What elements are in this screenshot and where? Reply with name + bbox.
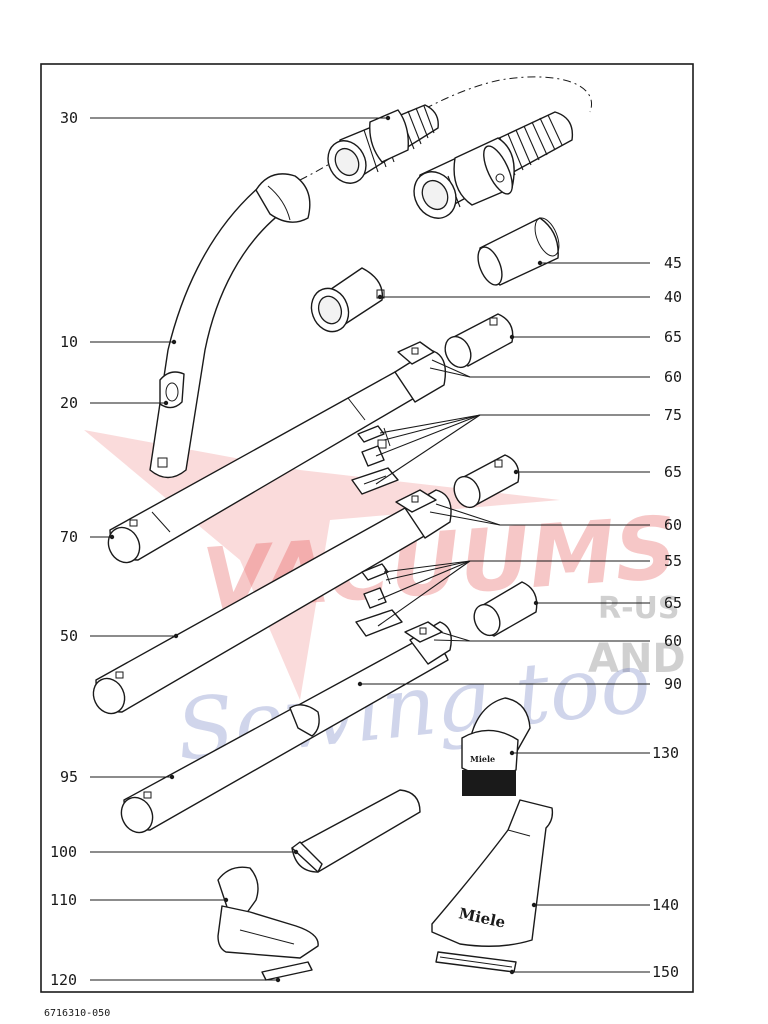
callout-120: 120	[50, 971, 77, 989]
part-40-adapter	[310, 267, 385, 333]
callout-70: 70	[60, 528, 78, 546]
callout-60-middle: 60	[664, 516, 682, 534]
callout-10: 10	[60, 333, 78, 351]
part-65-coupling-middle	[453, 454, 520, 509]
callout-30: 30	[60, 109, 78, 127]
brush-bristles	[462, 770, 516, 796]
callout-75: 75	[664, 406, 682, 424]
part-45-sleeve	[477, 217, 560, 286]
dusting-brush-brand: Miele	[470, 754, 495, 764]
part-140-upholstery-tool: Miele	[431, 799, 554, 947]
clip-60-lower	[404, 621, 443, 643]
drawing-frame	[40, 63, 694, 993]
clip-60-middle	[395, 489, 437, 513]
watermark-r-us: R-US	[598, 591, 680, 626]
part-100-crevice-tool	[291, 789, 421, 873]
callout-140: 140	[652, 896, 679, 914]
part-150-strip	[435, 951, 517, 973]
watermark-and: AND	[588, 636, 686, 682]
part-65-coupling-upper	[444, 313, 514, 369]
callout-40: 40	[664, 288, 682, 306]
callout-130: 130	[652, 744, 679, 762]
callout-55: 55	[664, 552, 682, 570]
part-120-strip	[261, 961, 313, 981]
callout-45: 45	[664, 254, 682, 272]
callout-95: 95	[60, 768, 78, 786]
leader-lines	[90, 115, 650, 983]
callout-60-lower: 60	[664, 632, 682, 650]
callout-90: 90	[664, 675, 682, 693]
clip-60-upper	[397, 341, 435, 365]
part-130-dusting-brush: Miele	[461, 697, 531, 796]
part-50-extension-tube	[92, 489, 452, 715]
callout-labels: 30 45 40 10 65 60 20 75 65 70 60 55 65 5…	[50, 109, 682, 989]
part-70-telescopic-tube	[107, 341, 447, 564]
document-number: 6716310-050	[44, 1008, 110, 1019]
callout-65-upper: 65	[664, 328, 682, 346]
part-65-coupling-lower	[473, 581, 538, 637]
callout-50: 50	[60, 627, 78, 645]
handle-slide-button-20	[159, 371, 185, 409]
callout-60-upper: 60	[664, 368, 682, 386]
callout-150: 150	[652, 963, 679, 981]
callout-110: 110	[50, 891, 77, 909]
part-30-suction-hose	[299, 76, 592, 219]
callout-65-lower: 65	[664, 594, 682, 612]
hose-connector-left	[327, 104, 439, 184]
callout-20: 20	[60, 394, 78, 412]
part-10-handle	[149, 173, 311, 479]
hose-connector-right	[413, 111, 574, 219]
part-75-latch-set	[351, 425, 399, 495]
callout-100: 100	[50, 843, 77, 861]
callout-65-middle: 65	[664, 463, 682, 481]
part-110-mini-tool	[217, 866, 319, 959]
